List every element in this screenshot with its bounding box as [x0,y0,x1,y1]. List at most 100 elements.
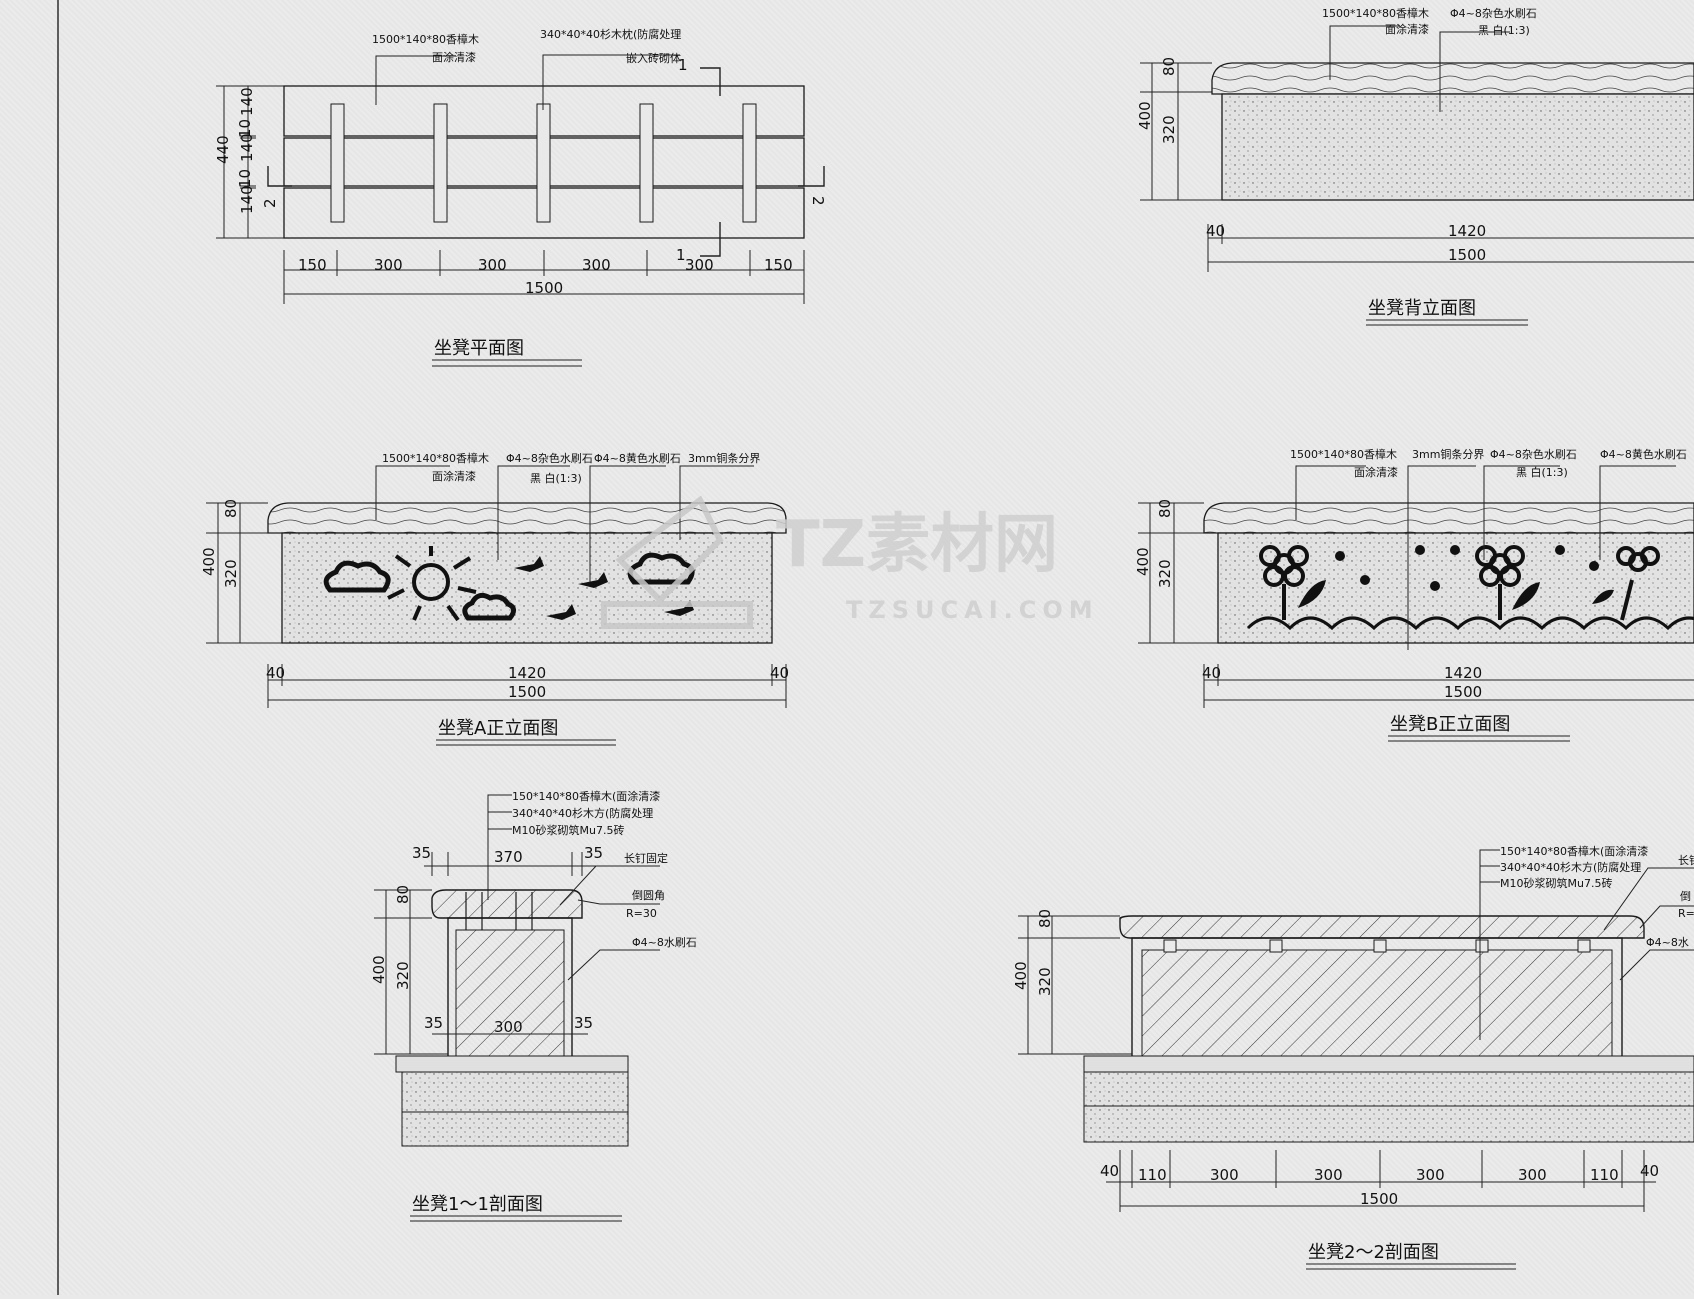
sec1-label-wood: 150*140*80香樟木(面涂清漆 [512,789,660,803]
elev-b-dim-total: 1500 [1444,683,1482,701]
elevation-b: 80 320 400 1500*140*80香樟木 面涂清漆 3mm铜条分界 Φ… [1134,447,1694,742]
plan-vdim-total: 440 [214,135,232,164]
elev-a-title: 坐凳A正立面图 [438,718,558,739]
back-vdim-2: 320 [1160,115,1178,144]
elev-a-vdim-1: 80 [222,499,240,518]
back-stone-label: Φ4~8杂色水刷石 [1450,6,1537,20]
section-1-1: 150*140*80香樟木(面涂清漆 340*40*40杉木方(防腐处理 M10… [370,789,697,1222]
back-title: 坐凳背立面图 [1368,298,1476,319]
sec2-label-fillet: 倒 [1680,890,1691,903]
elev-b-wood-label: 1500*140*80香樟木 [1290,447,1397,461]
elev-b-stone1-sub: 黑 白(1:3) [1516,465,1568,479]
sec2-hdim-2: 110 [1138,1166,1167,1184]
sec1-mid-dim-2: 300 [494,1018,523,1036]
butterfly-drawings [1335,545,1599,591]
elev-a-dim-right: 40 [770,664,789,682]
sec2-label-brick: M10砂浆砌筑Mu7.5砖 [1500,876,1612,890]
elev-a-stone1-sub: 黑 白(1:3) [530,471,582,485]
plan-wood-label: 1500*140*80香樟木 [372,32,479,46]
plan-hdim-6: 150 [764,256,793,274]
elev-a-wood-label: 1500*140*80香樟木 [382,451,489,465]
plan-vdim-3: 140 [238,133,256,162]
ground-wave [1246,616,1694,631]
sec2-total-dim: 1500 [1360,1190,1398,1208]
plan-view: 1500*140*80香樟木 面涂清漆 340*40*40杉木枕(防腐处理 嵌入… [214,27,827,367]
elev-a-dim-mid: 1420 [508,664,546,682]
sec1-label-nail: 长钉固定 [624,851,668,865]
plan-marker-2-left: 2 [261,198,279,208]
sec1-top-dim-2: 370 [494,848,523,866]
back-vdim-total: 400 [1136,101,1154,130]
leaf-drawings [1298,580,1614,610]
sec1-vdim-total: 400 [370,955,388,984]
elev-b-vdim-2: 320 [1156,559,1174,588]
plan-post-sub: 嵌入砖砌体 [626,51,681,65]
sec1-mid-dim-3: 35 [574,1014,593,1032]
plan-marker-1-top: 1 [678,56,688,74]
plan-vdim-5: 140 [238,185,256,214]
plan-title: 坐凳平面图 [434,338,524,359]
elev-b-stone1-label: Φ4~8杂色水刷石 [1490,447,1577,461]
elev-a-dim-total: 1500 [508,683,546,701]
elev-b-stone2-label: Φ4~8黄色水刷石 [1600,447,1687,461]
sec2-label-wood: 150*140*80香樟木(面涂清漆 [1500,844,1648,858]
elev-b-copper-label: 3mm铜条分界 [1412,447,1484,461]
sec2-label-nail: 长钉 [1678,854,1694,867]
plan-vdim-2: 10 [236,119,254,138]
plan-hdim-3: 300 [478,256,507,274]
section-2-2: 150*140*80香樟木(面涂清漆 340*40*40杉木方(防腐处理 M10… [1012,844,1694,1270]
sec2-hdim-4: 300 [1314,1166,1343,1184]
watermark-logo-mark [615,495,724,605]
flower-drawings [1259,545,1660,621]
elev-a-copper-label: 3mm铜条分界 [688,451,760,465]
sec1-vdim-2: 320 [394,961,412,990]
sun-drawing [387,546,477,622]
sec2-hdim-3: 300 [1210,1166,1239,1184]
elev-a-wood-sub: 面涂清漆 [432,469,476,483]
elev-a-stone2-label: Φ4~8黄色水刷石 [594,451,681,465]
sec1-label-r: R=30 [626,907,657,920]
sec2-hdim-1: 40 [1100,1162,1119,1180]
plan-marker-2-right: 2 [809,196,827,206]
back-stone-sub: 黑 白(1:3) [1478,23,1530,37]
sec2-label-r: R= [1678,907,1694,920]
plan-hdim-4: 300 [582,256,611,274]
plan-wood-sub: 面涂清漆 [432,50,476,64]
sec2-title: 坐凳2～2剖面图 [1308,1242,1439,1263]
sec2-vdim-1: 80 [1036,909,1054,928]
back-wood-sub: 面涂清漆 [1385,22,1429,36]
sec1-label-fir: 340*40*40杉木方(防腐处理 [512,806,653,820]
sec2-vdim-2: 320 [1036,967,1054,996]
bird-drawings [514,556,694,620]
plan-hdim-2: 300 [374,256,403,274]
elev-a-dim-left: 40 [266,664,285,682]
sec2-hdim-8: 40 [1640,1162,1659,1180]
sec1-label-brick: M10砂浆砌筑Mu7.5砖 [512,823,624,837]
sec1-label-fillet: 倒圆角 [632,889,665,902]
sec2-hdim-7: 110 [1590,1166,1619,1184]
plan-post-label: 340*40*40杉木枕(防腐处理 [540,27,681,41]
plan-vdim-4: 10 [236,169,254,188]
elev-b-dim-mid: 1420 [1444,664,1482,682]
back-dim-mid: 1420 [1448,222,1486,240]
back-dim-total: 1500 [1448,246,1486,264]
sec1-vdim-1: 80 [394,885,412,904]
sec1-label-stone: Φ4~8水刷石 [632,936,697,949]
elevation-a: 80 320 400 1500*140*80香樟木 面涂清漆 Φ4~8杂色水刷石… [200,451,789,746]
elev-b-dim-left: 40 [1202,664,1221,682]
sec2-label-fir: 340*40*40杉木方(防腐处理 [1500,860,1641,874]
plan-marker-1-bottom: 1 [676,246,686,264]
watermark-url: TZSUCAI.COM [846,596,1099,624]
sec1-mid-dim-1: 35 [424,1014,443,1032]
back-vdim-1: 80 [1160,57,1178,76]
sec2-hdim-5: 300 [1416,1166,1445,1184]
watermark: TZ素材网 TZSUCAI.COM [601,495,1099,629]
sec2-hdim-6: 300 [1518,1166,1547,1184]
sec2-vdim-total: 400 [1012,961,1030,990]
elev-b-vdim-1: 80 [1156,499,1174,518]
back-wood-label: 1500*140*80香樟木 [1322,6,1429,20]
elev-a-vdim-total: 400 [200,547,218,576]
sec1-top-dim-1: 35 [412,844,431,862]
